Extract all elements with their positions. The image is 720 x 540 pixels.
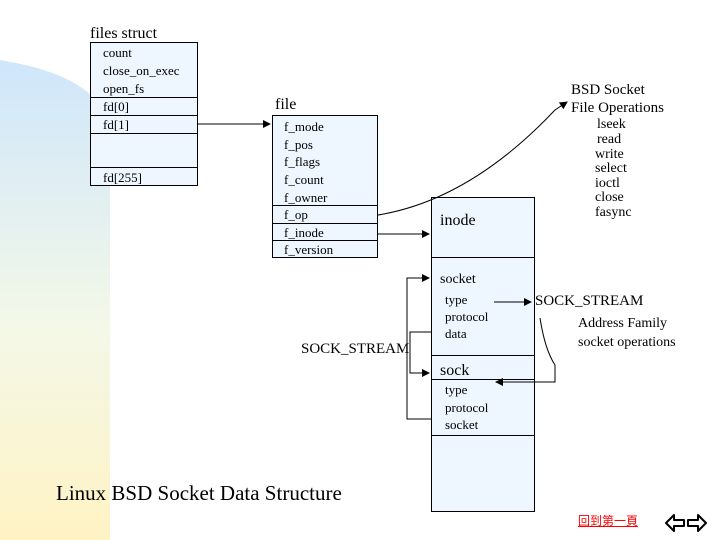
divider	[432, 355, 534, 356]
sock-title: sock	[440, 362, 470, 379]
bsd-op-item: close	[595, 190, 624, 205]
divider	[273, 205, 377, 206]
divider	[273, 223, 377, 224]
bsd-op-item: lseek	[597, 117, 626, 132]
files-struct-field: fd[1]	[103, 117, 129, 132]
files-struct-field: close_on_exec	[103, 63, 180, 78]
inode-label: inode	[440, 212, 476, 229]
arrow-ops-to-sock	[495, 317, 556, 386]
arrow-socket-data-to-sock	[409, 331, 431, 377]
arrow-fop-to-bsd-ops	[377, 101, 568, 216]
divider	[91, 115, 197, 116]
divider	[432, 435, 534, 436]
sock-stream-title-right: SOCK_STREAM	[535, 293, 644, 309]
bsd-op-item: select	[595, 161, 627, 176]
files-struct-field: fd[0]	[103, 99, 129, 114]
bsd-ops-subtitle: File Operations	[571, 100, 664, 116]
address-family-label: Address Family	[578, 316, 668, 331]
back-forward-nav-icon[interactable]	[664, 513, 708, 533]
divider	[432, 379, 534, 380]
file-field: f_inode	[284, 225, 324, 240]
divider	[273, 240, 377, 241]
file-title: file	[275, 96, 297, 113]
file-box: f_mode f_pos f_flags f_count f_owner f_o…	[272, 115, 378, 258]
bsd-ops-title: BSD Socket	[571, 82, 645, 98]
file-field: f_version	[284, 242, 334, 257]
file-field: f_op	[284, 207, 308, 222]
sock-field: protocol	[445, 400, 489, 415]
divider	[91, 133, 197, 134]
socket-field: protocol	[445, 309, 489, 324]
files-struct-box: count close_on_exec open_fs fd[0] fd[1] …	[90, 42, 198, 186]
bsd-op-item: read	[597, 132, 622, 147]
bsd-op-item: write	[595, 147, 624, 162]
file-field: f_count	[284, 172, 324, 187]
arrow-sock-to-socket	[406, 274, 431, 420]
file-field: f_flags	[284, 154, 321, 169]
socket-title: socket	[440, 272, 476, 287]
diagram-caption: Linux BSD Socket Data Structure	[56, 481, 342, 505]
files-struct-field: fd[255]	[103, 170, 142, 185]
socket-operations-label: socket operations	[578, 335, 676, 350]
divider	[91, 97, 197, 98]
socket-field: data	[445, 326, 467, 341]
bsd-op-item: ioctl	[595, 176, 620, 191]
divider	[91, 167, 197, 168]
sock-field: type	[445, 382, 468, 397]
socket-field: type	[445, 292, 468, 307]
files-struct-title: files struct	[90, 25, 158, 42]
bsd-op-item: fasync	[595, 205, 632, 220]
divider	[432, 257, 534, 258]
sock-stream-label-left: SOCK_STREAM	[301, 341, 410, 357]
files-struct-field: count	[103, 45, 132, 60]
file-field: f_pos	[284, 137, 313, 152]
sock-field: socket	[445, 417, 479, 432]
file-field: f_mode	[284, 119, 324, 134]
inode-socket-box: inode socket type protocol data sock typ…	[431, 197, 535, 512]
files-struct-field: open_fs	[103, 81, 145, 96]
file-field: f_owner	[284, 190, 328, 205]
home-link[interactable]: 回到第一頁	[578, 514, 639, 528]
